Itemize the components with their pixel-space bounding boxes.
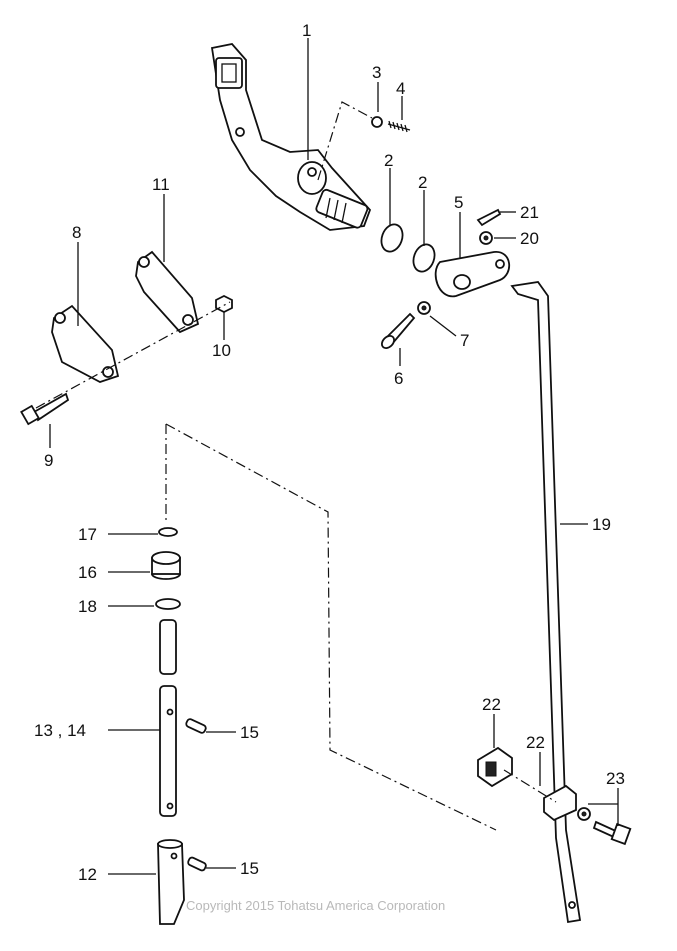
callout-15b: 15: [240, 859, 259, 878]
callout-2a: 2: [384, 151, 393, 170]
part-21-cotter-pin: [476, 208, 502, 227]
part-6-screw: [381, 312, 416, 349]
callout-1: 1: [302, 21, 311, 40]
part-8-cover: [51, 304, 120, 383]
part-18-o-ring: [155, 598, 181, 610]
part-15-pin-a: [185, 718, 207, 734]
callout-13-14: 13 , 14: [34, 721, 86, 740]
callout-21: 21: [520, 203, 539, 222]
callout-19: 19: [592, 515, 611, 534]
callout-20: 20: [520, 229, 539, 248]
callout-10: 10: [212, 341, 231, 360]
part-19-shift-rod: [510, 281, 582, 924]
callout-16: 16: [78, 563, 97, 582]
part-12-shaft-end: [157, 839, 185, 925]
part-2-o-ring-a: [380, 223, 404, 253]
callout-6: 6: [394, 369, 403, 388]
part-15-pin-b: [187, 856, 207, 872]
part-upper-shaft: [159, 619, 177, 675]
callout-3: 3: [372, 63, 381, 82]
callout-15a: 15: [240, 723, 259, 742]
callout-22a: 22: [482, 695, 501, 714]
callout-4: 4: [396, 79, 405, 98]
part-1-shift-lever: [210, 43, 372, 231]
copyright-text: Copyright 2015 Tohatsu America Corporati…: [186, 898, 445, 913]
part-9-bolt: [20, 392, 70, 426]
callout-11: 11: [152, 175, 170, 194]
part-3-ball: [371, 116, 383, 128]
part-16-bushing: [151, 551, 181, 580]
callout-17: 17: [78, 525, 97, 544]
callout-18: 18: [78, 597, 97, 616]
callout-23: 23: [606, 769, 625, 788]
leader-lines: [49, 38, 619, 875]
callout-5: 5: [454, 193, 463, 212]
part-22-clamp-b: [543, 784, 577, 822]
part-5-shift-link: [434, 251, 510, 297]
callout-22b: 22: [526, 733, 545, 752]
callout-9: 9: [44, 451, 53, 470]
part-10-nut: [215, 294, 233, 314]
part-4-spring: [387, 120, 411, 133]
callout-7: 7: [460, 331, 469, 350]
part-17-o-ring: [158, 527, 178, 537]
part-2-o-ring-b: [412, 243, 436, 273]
part-23-bolt: [592, 820, 632, 846]
callout-12: 12: [78, 865, 97, 884]
part-13-14-shaft: [159, 685, 177, 817]
part-11-cover: [135, 250, 200, 334]
callout-8: 8: [72, 223, 81, 242]
callout-2b: 2: [418, 173, 427, 192]
part-22-clamp-a: [477, 746, 513, 788]
